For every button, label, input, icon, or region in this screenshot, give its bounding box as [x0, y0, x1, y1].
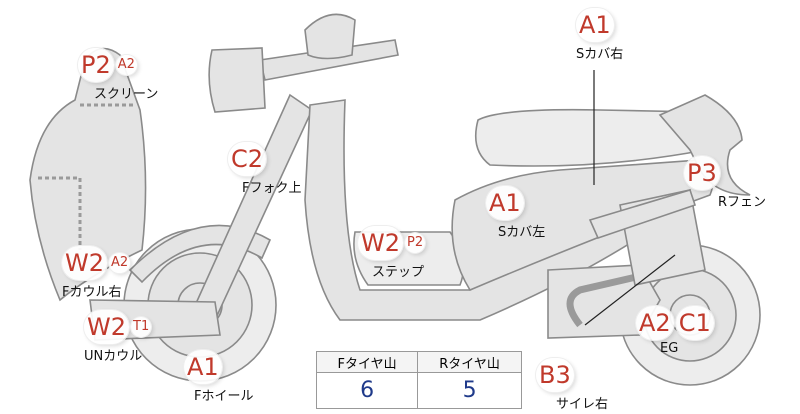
- grade-badge: C2: [228, 142, 267, 176]
- label-muffler-right: B3 サイレ右: [536, 358, 608, 412]
- part-name: Fカウル右: [62, 285, 122, 300]
- part-name: Rフェン: [718, 195, 767, 210]
- front-tire-value: 6: [315, 372, 419, 409]
- grade-badge: W2: [358, 226, 403, 260]
- mirror: [304, 13, 356, 60]
- front-tire-header: Fタイヤ山: [315, 350, 419, 374]
- tire-tread-table: Fタイヤ山 Rタイヤ山 6 5: [315, 350, 522, 409]
- grade-badge: A1: [184, 350, 222, 384]
- swing-arm: [588, 189, 697, 239]
- grade-badge-secondary: C1: [675, 306, 714, 340]
- part-name: Fフォク上: [242, 181, 302, 196]
- grade-badge-secondary: A2: [109, 253, 131, 273]
- grade-badge: W2: [84, 310, 129, 344]
- headlight: [208, 47, 266, 113]
- grade-badge: A1: [576, 8, 614, 42]
- grade-badge: A1: [486, 186, 524, 220]
- exhaust-pipe: [566, 271, 646, 328]
- rear-tire-header: Rタイヤ山: [417, 350, 522, 374]
- grade-badge-secondary: P2: [405, 233, 426, 253]
- rear-tire-value: 5: [417, 372, 522, 409]
- part-name: スクリーン: [94, 87, 159, 102]
- label-ffork-upper: C2 Fフォク上: [228, 142, 301, 196]
- label-rfender: P3 Rフェン: [684, 156, 766, 210]
- grade-badge: A2: [636, 306, 674, 340]
- front-cowl: [29, 47, 147, 302]
- part-name: ステップ: [372, 265, 425, 280]
- grade-badge: P2: [78, 48, 114, 82]
- part-name: UNカウル: [84, 349, 143, 364]
- grade-badge-secondary: A2: [115, 55, 137, 75]
- label-fwheel: A1 Fホイール: [184, 350, 253, 404]
- part-name: Sカバ右: [576, 47, 624, 62]
- grade-badge-secondary: T1: [131, 317, 152, 337]
- grade-badge: W2: [62, 246, 107, 280]
- grade-badge: P3: [684, 156, 720, 190]
- part-name: Sカバ左: [498, 225, 546, 240]
- grade-badge: B3: [536, 358, 574, 392]
- label-scover-left: A1 Sカバ左: [486, 186, 545, 240]
- part-name: EG: [660, 341, 679, 356]
- label-scover-right: A1 Sカバ右: [576, 8, 623, 62]
- part-name: サイレ右: [556, 397, 609, 412]
- part-name: Fホイール: [194, 389, 254, 404]
